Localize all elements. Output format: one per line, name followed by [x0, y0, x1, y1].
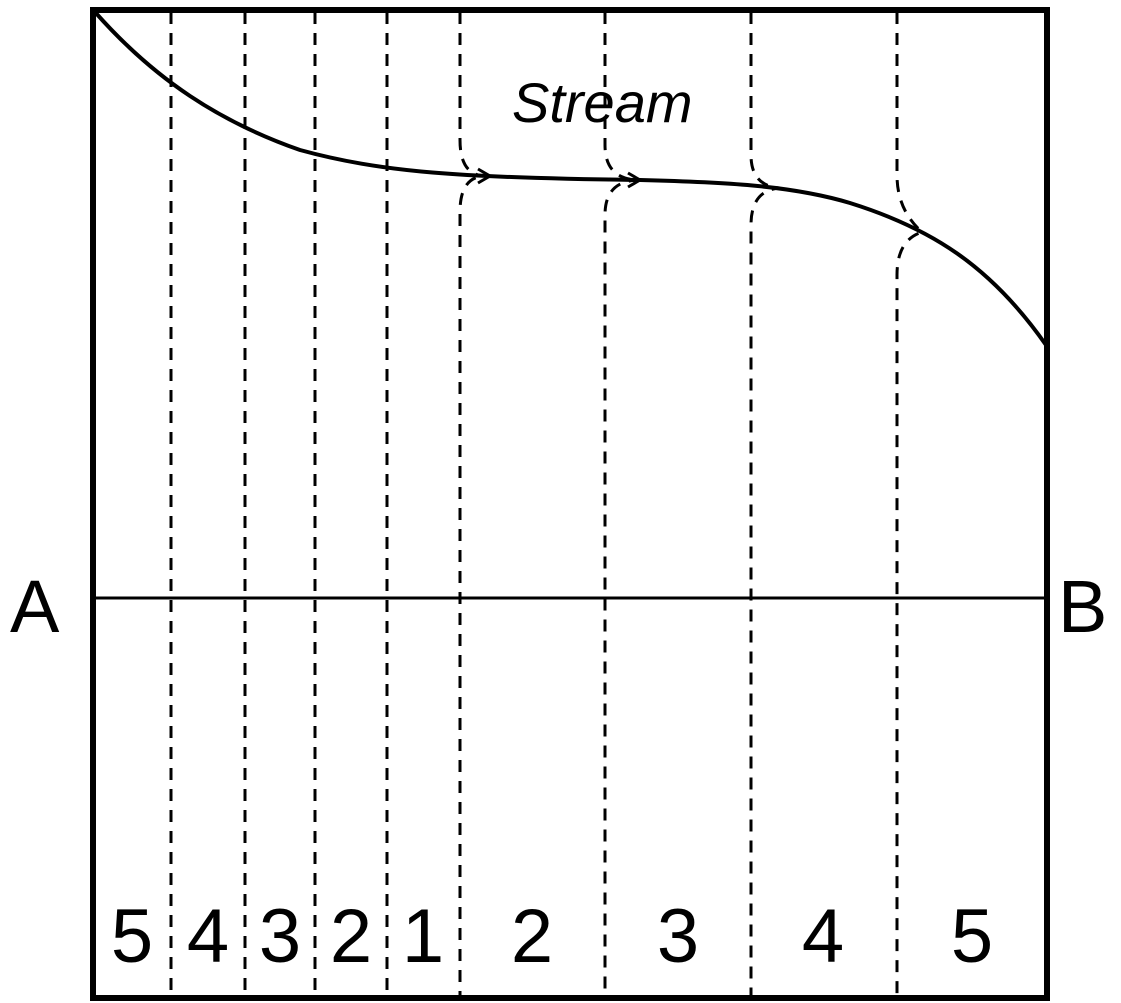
contour-value-label: 5	[951, 894, 993, 979]
contour-value-label: 4	[187, 894, 229, 979]
contour-value-label: 5	[111, 894, 153, 979]
contour-line-4-right	[895, 12, 925, 996]
contour-line-3-right	[749, 12, 781, 996]
contour-value-label: 3	[657, 894, 699, 979]
stream-arrow-icon	[627, 171, 643, 189]
stream-line	[93, 10, 1048, 347]
diagram-frame	[90, 7, 1050, 1001]
endpoint-label-b: B	[1058, 565, 1107, 648]
endpoint-label-a: A	[10, 565, 60, 648]
contour-value-label: 3	[259, 894, 301, 979]
stream-label: Stream	[512, 71, 693, 134]
contour-value-label: 4	[802, 894, 844, 979]
contour-line-1-right	[458, 12, 487, 996]
contour-line-2-right	[603, 12, 641, 996]
contour-value-label: 2	[330, 894, 372, 979]
contour-value-label: 2	[511, 894, 553, 979]
stream-arrow-icon	[477, 167, 493, 185]
contour-value-label: 1	[402, 894, 444, 979]
